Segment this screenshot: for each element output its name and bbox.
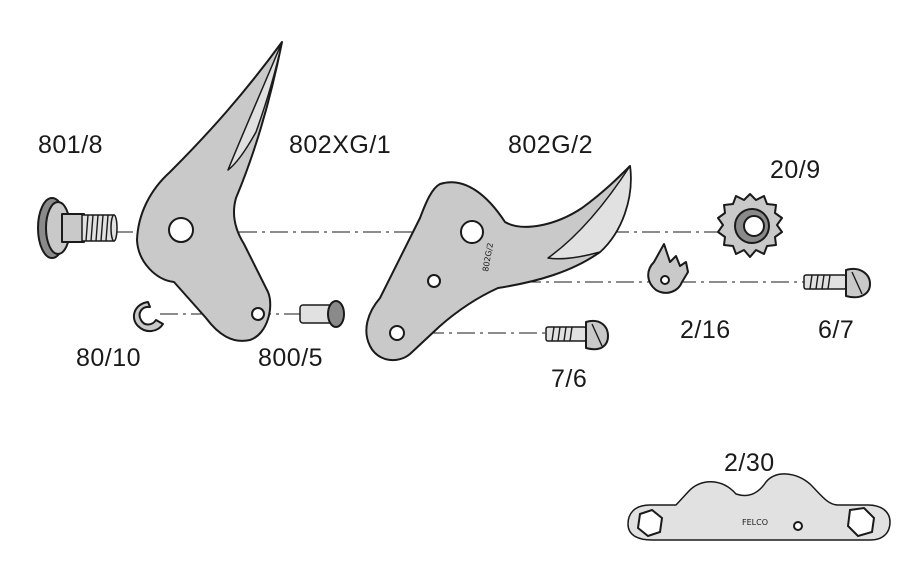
label-80-10: 80/10 (76, 344, 142, 372)
label-802G-2: 802G/2 (508, 131, 594, 159)
bolt-801-8 (37, 197, 118, 259)
screw-6-7 (803, 268, 871, 299)
label-2-30: 2/30 (724, 449, 775, 477)
rivet-800-5 (299, 300, 345, 328)
clip-80-10 (132, 301, 164, 332)
screw-7-6 (545, 320, 609, 351)
wrench-2-30: FELCO (627, 473, 891, 541)
label-802XG-1: 802XG/1 (289, 131, 392, 159)
label-800-5: 800/5 (258, 344, 324, 372)
label-20-9: 20/9 (770, 156, 821, 184)
catch-plate-2-16 (647, 243, 689, 294)
label-7-6: 7/6 (551, 365, 588, 393)
blade-802G-2: 802G/2 (365, 165, 632, 362)
label-2-16: 2/16 (680, 316, 731, 344)
label-6-7: 6/7 (818, 316, 855, 344)
wrench-brand-engraving: FELCO (742, 518, 768, 527)
counter-blade-802XG-1 (136, 41, 283, 342)
label-801-8: 801/8 (38, 131, 104, 159)
gear-nut-20-9 (717, 193, 783, 258)
